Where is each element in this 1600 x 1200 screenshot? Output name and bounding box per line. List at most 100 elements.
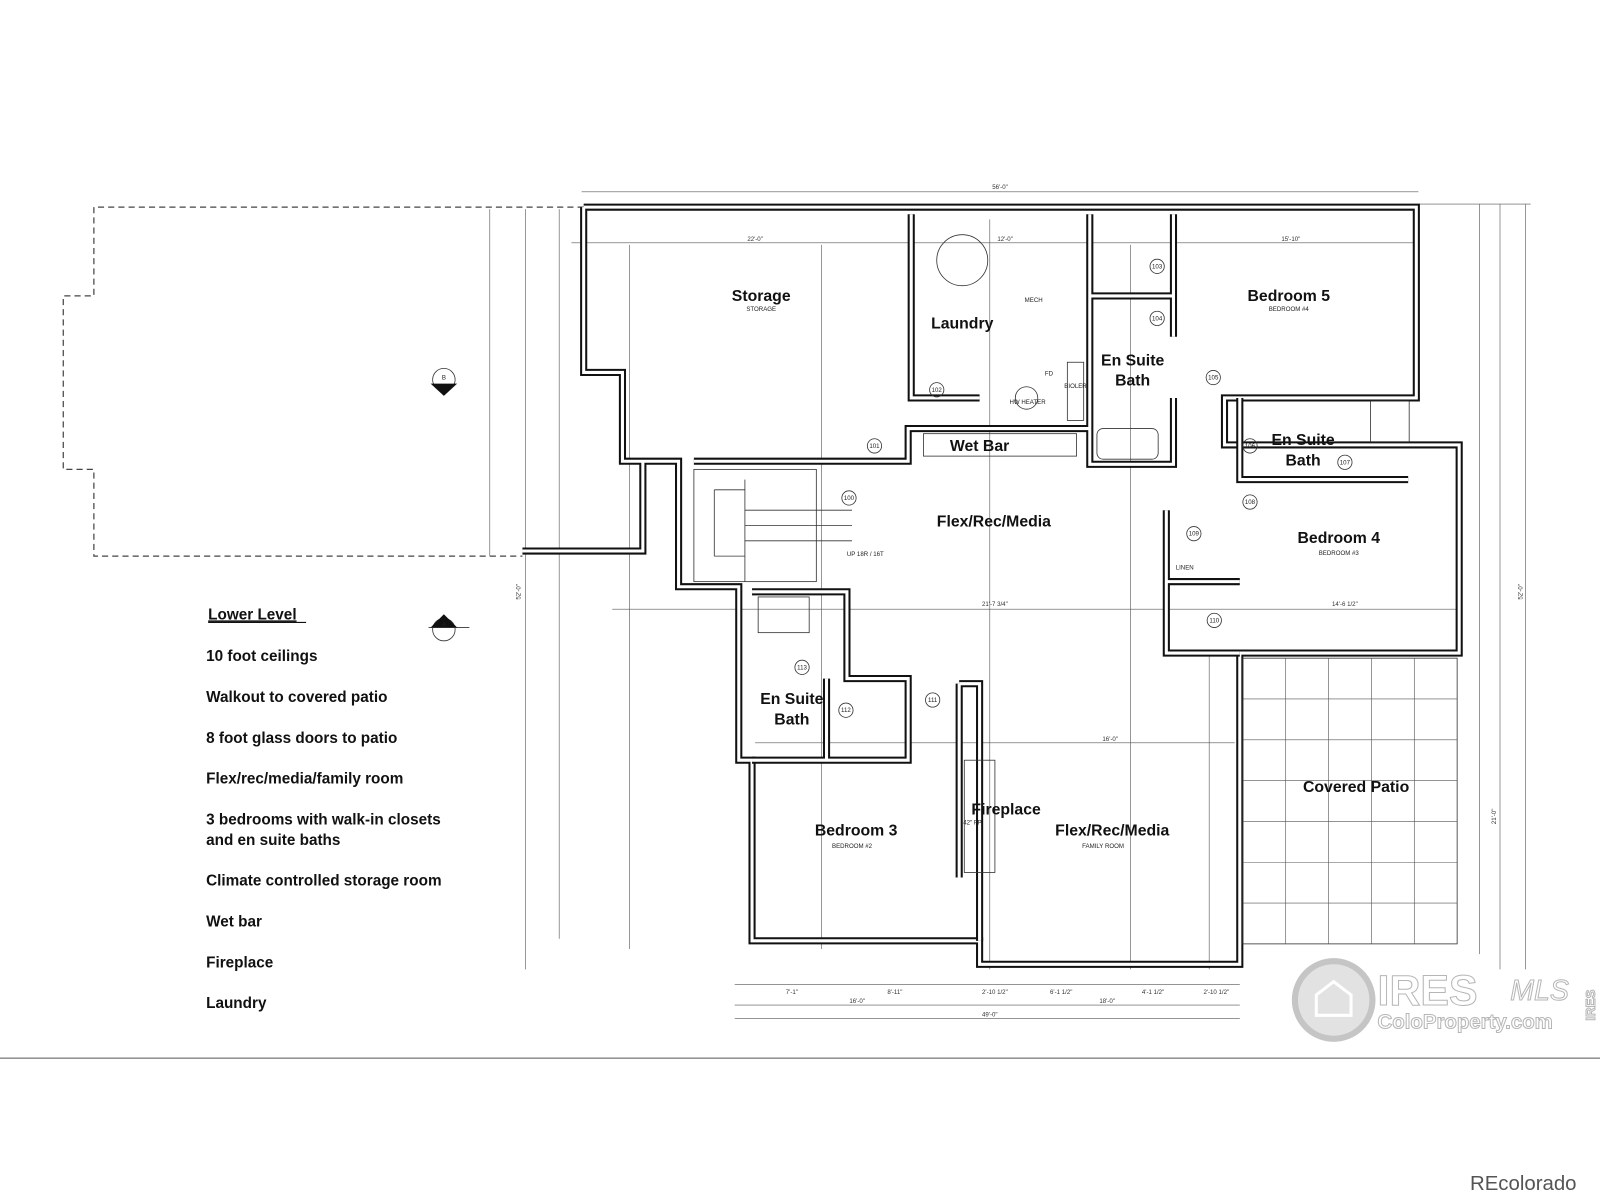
door-tag: 113 [794, 659, 810, 675]
svg-text:18'-0": 18'-0" [1099, 998, 1115, 1005]
svg-text:14'-6 1/2": 14'-6 1/2" [1332, 601, 1358, 608]
svg-text:16'-0": 16'-0" [1102, 736, 1118, 743]
stairs-label: UP 18R / 16T [847, 551, 884, 558]
svg-text:105: 105 [1208, 375, 1219, 382]
room-covered-patio: Covered Patio [1303, 779, 1410, 796]
svg-text:52'-0": 52'-0" [1517, 584, 1524, 600]
svg-text:109: 109 [1189, 531, 1200, 538]
door-tag: 101 [866, 438, 883, 454]
door-tag: 104 [1149, 310, 1165, 326]
door-tag: 100 [841, 490, 857, 506]
door-tag: 102 [929, 382, 945, 398]
door-tag: 112 [838, 702, 854, 718]
storage-tag: STORAGE [746, 306, 776, 313]
shower [1370, 400, 1410, 443]
svg-text:102: 102 [932, 387, 943, 394]
svg-text:107: 107 [1340, 459, 1351, 466]
mech-tag: MECH [1025, 297, 1043, 304]
linen-tag: LINEN [1176, 564, 1194, 571]
fireplace-tag: 42" FP [963, 819, 981, 826]
dimension-labels: 56'-0" 22'-0" 12'-0" 15'-10" 21'-7 3/4" … [515, 184, 1524, 1019]
room-bath-1: Bath [1115, 373, 1150, 390]
svg-text:IRES: IRES [1583, 989, 1598, 1020]
feature-legend: Lower Level 10 foot ceilings Walkout to … [206, 606, 441, 1012]
room-bath-2: Bath [1286, 452, 1321, 469]
bedroom5-tag: BEDROOM #4 [1269, 306, 1310, 313]
door-tag: 109 [1186, 526, 1202, 542]
boiler-tag: BIOLER [1064, 383, 1087, 390]
water-heater-fixture [1014, 386, 1039, 410]
bedroom3-tag: BEDROOM #2 [832, 843, 873, 850]
door-tag: 103 [1149, 258, 1165, 274]
room-laundry: Laundry [931, 316, 994, 333]
section-marker-b: B [430, 367, 458, 396]
svg-text:100: 100 [844, 495, 855, 502]
door-tag: 110 [1206, 612, 1222, 628]
svg-text:113: 113 [797, 664, 807, 671]
legend-item: Wet bar [206, 914, 262, 931]
boiler-fixture [1066, 361, 1085, 421]
wet-bar-counter [923, 433, 1077, 457]
room-storage: Storage [732, 288, 791, 305]
svg-text:108: 108 [1245, 499, 1256, 506]
bedroom4-tag: BEDROOM #3 [1319, 550, 1360, 557]
legend-item: Climate controlled storage room [206, 873, 441, 890]
svg-text:2'-10 1/2": 2'-10 1/2" [982, 989, 1008, 996]
svg-text:21'-0": 21'-0" [1491, 809, 1498, 825]
room-bath-1: En Suite [1101, 352, 1164, 369]
svg-text:12'-0": 12'-0" [997, 236, 1013, 243]
room-bedroom-4: Bedroom 4 [1298, 530, 1381, 547]
legend-item: Flex/rec/media/family room [206, 771, 403, 788]
svg-text:52'-0": 52'-0" [515, 584, 522, 600]
svg-text:ColoProperty.com: ColoProperty.com [1378, 1012, 1553, 1034]
svg-text:6'-1 1/2": 6'-1 1/2" [1050, 989, 1072, 996]
svg-text:16'-0": 16'-0" [849, 998, 865, 1005]
svg-text:112: 112 [841, 707, 851, 714]
svg-text:2'-10 1/2": 2'-10 1/2" [1203, 989, 1229, 996]
room-flex-lower: Flex/Rec/Media [1055, 823, 1169, 840]
svg-text:103: 103 [1152, 263, 1163, 270]
svg-text:22'-0": 22'-0" [747, 236, 763, 243]
legend-item: 3 bedrooms with walk-in closets [206, 811, 441, 828]
svg-text:A: A [442, 622, 447, 629]
svg-text:21'-7 3/4": 21'-7 3/4" [982, 601, 1008, 608]
svg-text:110: 110 [1209, 617, 1219, 624]
shower [757, 596, 810, 634]
legend-item: 10 foot ceilings [206, 648, 317, 665]
legend-item: Laundry [206, 995, 267, 1012]
room-fireplace: Fireplace [971, 801, 1041, 818]
svg-text:4'-1 1/2": 4'-1 1/2" [1142, 989, 1164, 996]
room-labels: Storage Laundry En Suite Bath Bedroom 5 … [732, 288, 1410, 840]
door-tag: 111 [925, 692, 941, 708]
covered-patio-grid [1242, 657, 1458, 945]
stairs: UP 18R / 16T [693, 468, 884, 583]
house-icon [1314, 979, 1353, 1017]
section-marker-a: A [428, 614, 470, 642]
svg-text:IRES: IRES [1378, 967, 1478, 1015]
svg-text:49'-0": 49'-0" [982, 1011, 998, 1018]
legend-item: and en suite baths [206, 832, 340, 849]
room-bath-3: Bath [774, 711, 809, 728]
legend-item: Fireplace [206, 954, 273, 971]
door-tag: 105 [1205, 370, 1221, 386]
family-room-tag: FAMILY ROOM [1082, 843, 1124, 850]
dimension-lines [489, 191, 1531, 1019]
upper-deck-outline [62, 206, 584, 557]
svg-text:7'-1": 7'-1" [786, 989, 798, 996]
walls [522, 203, 1463, 968]
room-bath-2: En Suite [1271, 432, 1334, 449]
svg-text:8'-11": 8'-11" [887, 989, 902, 996]
door-tag: 108 [1242, 494, 1258, 510]
svg-text:106: 106 [1245, 443, 1256, 450]
door-tag: 107 [1337, 454, 1353, 470]
hw-heater-tag: HW HEATER [1009, 399, 1046, 406]
legend-title: Lower Level [208, 606, 296, 623]
door-tag: 106 [1242, 438, 1258, 454]
svg-text:15'-10": 15'-10" [1281, 236, 1300, 243]
legend-item: Walkout to covered patio [206, 689, 387, 706]
room-flex-upper: Flex/Rec/Media [937, 514, 1051, 531]
room-bath-3: En Suite [760, 691, 823, 708]
fireplace-hearth [963, 759, 996, 873]
legend-item: 8 foot glass doors to patio [206, 730, 397, 747]
